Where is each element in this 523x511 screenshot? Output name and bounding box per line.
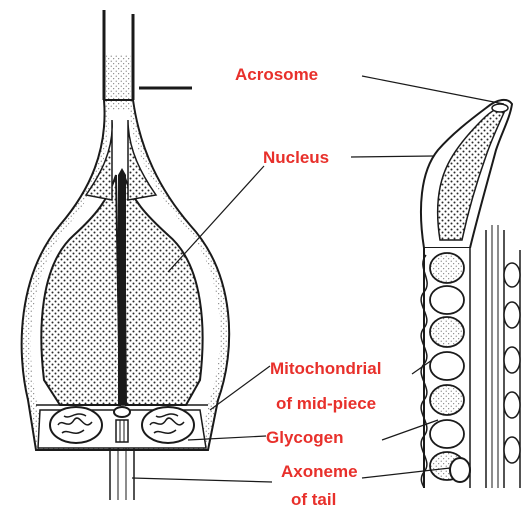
mitochondrion-right [142,407,194,443]
neck-tube [104,10,192,100]
label-glycogen: Glycogen [266,428,343,447]
glycogen-granule [450,458,470,482]
left-sperm-section [22,10,230,500]
label-nucleus: Nucleus [263,148,329,167]
label-mid-piece: of mid-piece [276,394,376,413]
label-of-tail: of tail [291,490,336,509]
label-acrosome: Acrosome [235,65,318,84]
tail-axoneme [110,448,134,500]
midpiece-region [36,405,208,448]
label-mitochondrial: Mitochondrial [270,359,381,378]
right-sperm-section [421,100,523,490]
label-axoneme: Axoneme [281,462,358,481]
mitochondrion-left [50,407,102,443]
labels: Acrosome Nucleus Mitochondrial of mid-pi… [235,65,381,509]
